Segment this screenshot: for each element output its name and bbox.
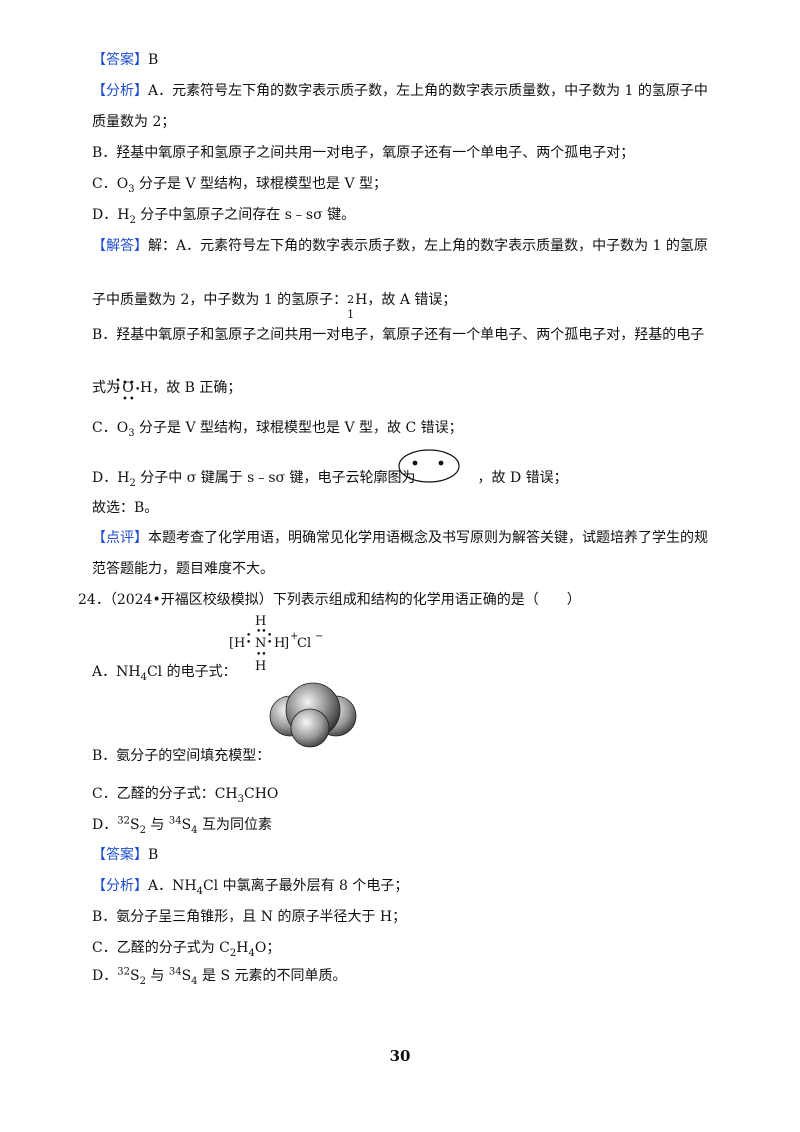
solution-tag: 【解答】 xyxy=(92,238,148,254)
comment-tag: 【点评】 xyxy=(92,530,148,546)
option-d: D．32S2 与 34S4 互为同位素 xyxy=(92,815,272,836)
analysis-line-c: C．O3 分子是 V 型结构，球棍模型也是 V 型； xyxy=(92,176,388,195)
option-c: C．乙醛的分子式：CH3CHO xyxy=(92,786,279,805)
answer-tag: 【答案】 xyxy=(92,52,148,68)
analysis-line-d: D．H2 分子中氢原子之间存在 s﹣sσ 键。 xyxy=(92,207,356,226)
solution-line-b: B．羟基中氧原子和氢原子之间共用一对电子，氧原子还有一个单电子、两个孤电子对，羟… xyxy=(92,327,705,343)
analysis-line-b: B．羟基中氧原子和氢原子之间共用一对电子，氧原子还有一个单电子、两个孤电子对； xyxy=(92,145,635,161)
analysis-line-a: 【分析】A．元素符号左下角的数字表示质子数，左上角的数字表示质量数，中子数为 1… xyxy=(92,83,708,99)
comment-line-b: 范答题能力，题目难度不大。 xyxy=(92,561,274,577)
page-number: 30 xyxy=(389,1047,411,1065)
analysis2-line-c: C．乙醛的分子式为 C2H4O； xyxy=(92,940,281,959)
analysis2-line-d: D．32S2 与 34S4 是 S 元素的不同单质。 xyxy=(92,966,347,987)
nh4cl-electron-formula: H •• [ H •• N •• H ] + Cl − •• H xyxy=(229,614,324,674)
analysis2-line-a: 【分析】A．NH4Cl 中氯离子最外层有 8 个电子； xyxy=(92,878,409,897)
solution-line-d: D．H2 分子中 σ 键属于 s﹣sσ 键，电子云轮廓图为，故 D 错误； xyxy=(92,470,568,489)
solution-choose: 故选：B。 xyxy=(92,500,159,516)
ammonia-space-filling-model xyxy=(269,682,357,748)
comment-line-a: 【点评】本题考查了化学用语，明确常见化学用语概念及书写原则为解答关键，试题培养了… xyxy=(92,530,708,546)
option-a: A．NH4Cl 的电子式： xyxy=(92,664,237,683)
electron-cloud-diagram xyxy=(398,449,460,483)
analysis2-line-b: B．氨分子呈三角锥形，且 N 的原子半径大于 H； xyxy=(92,909,407,925)
answer-tag-2: 【答案】 xyxy=(92,847,148,863)
question-24: 24．（2024•开福区校级模拟）下列表示组成和结构的化学用语正确的是（ ） xyxy=(78,592,581,608)
answer-line-2: 【答案】B xyxy=(92,847,159,863)
analysis-tag: 【分析】 xyxy=(92,83,148,99)
solution-line-c: C．O3 分子是 V 型结构，球棍模型也是 V 型，故 C 错误； xyxy=(92,420,463,439)
analysis-tag-2: 【分析】 xyxy=(92,878,148,894)
answer-value: B xyxy=(148,52,159,68)
hydroxyl-electron-formula: ••••••O• xyxy=(115,376,141,406)
solution-line-b2: 式为••••••O•H，故 B 正确； xyxy=(92,376,242,406)
option-b: B．氨分子的空间填充模型： xyxy=(92,748,271,764)
analysis-line-a2: 质量数为 2； xyxy=(92,114,176,130)
solution-line-a: 【解答】解：A．元素符号左下角的数字表示质子数，左上角的数字表示质量数，中子数为… xyxy=(92,238,708,254)
answer-line: 【答案】B xyxy=(92,50,158,70)
